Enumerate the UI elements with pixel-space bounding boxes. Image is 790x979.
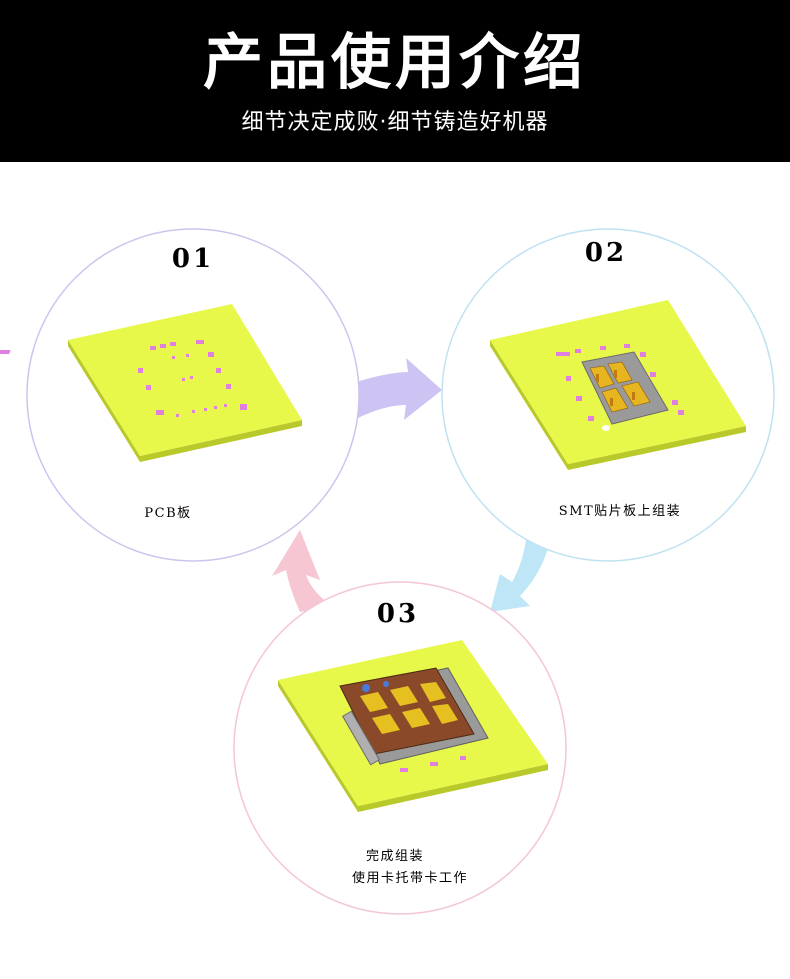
pcb-board-smt <box>490 300 746 470</box>
step3-caption-line1: 完成组装 <box>365 849 424 864</box>
pcb-board-bare <box>0 304 302 462</box>
page-subtitle: 细节决定成败·细节铸造好机器 <box>241 110 549 135</box>
header-banner: 产品使用介绍 细节决定成败·细节铸造好机器 <box>0 0 790 162</box>
arrow-step2-to-step3 <box>490 540 548 612</box>
step3-caption-line2: 使用卡托带卡工作 <box>351 871 468 886</box>
page-title: 产品使用介绍 <box>203 28 587 98</box>
arrow-step3-to-step1 <box>272 530 332 612</box>
step1-caption: PCB板 <box>144 506 192 521</box>
step3-number: 03 <box>376 599 420 629</box>
pcb-board-assembled <box>278 640 548 812</box>
step2-caption: SMT贴片板上组装 <box>558 504 682 519</box>
step2-number: 02 <box>584 238 628 268</box>
arrow-step1-to-step2 <box>356 358 442 420</box>
step1-number: 01 <box>171 244 215 274</box>
